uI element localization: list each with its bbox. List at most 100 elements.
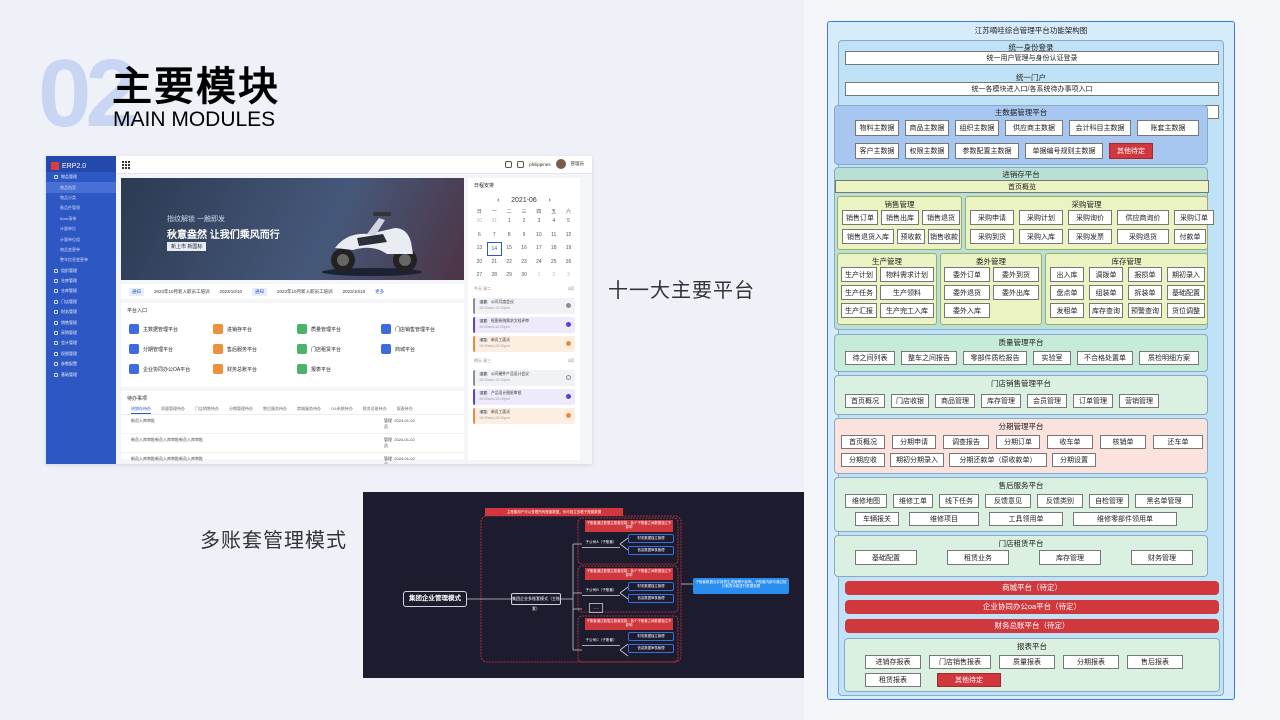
todo-tab[interactable]: 进销存待办 (131, 406, 151, 414)
calendar-day[interactable]: 24 (536, 258, 542, 265)
calendar-day[interactable]: 5 (567, 218, 570, 224)
sidebar-item[interactable]: 销售管理 (46, 317, 116, 327)
sidebar-item[interactable]: 备品件管理 (46, 203, 116, 213)
module-box[interactable]: 销售出库 (881, 210, 919, 225)
module-box[interactable]: 收车单 (1047, 435, 1093, 449)
module-box[interactable]: 委外订单 (944, 267, 990, 282)
todo-tab[interactable]: 财务总账待办 (362, 406, 387, 411)
module-box[interactable]: 销售退货入库 (842, 229, 894, 244)
module-box[interactable]: 维修工单 (893, 494, 933, 508)
module-box[interactable]: 采购计划 (1019, 210, 1063, 225)
calendar-day[interactable]: 29 (506, 272, 512, 278)
module-box[interactable]: 委外退货 (944, 285, 990, 300)
module-box[interactable]: 财务管理 (1131, 550, 1193, 565)
platform-entry-item[interactable]: 分期管理平台 (129, 343, 213, 355)
module-box[interactable]: 分期设置 (1052, 453, 1096, 467)
module-box[interactable]: 整车之间报告 (901, 351, 957, 365)
module-box[interactable]: 租赁报表 (865, 673, 921, 687)
module-box[interactable]: 委外到货 (993, 267, 1039, 282)
module-box[interactable]: 销售订单 (842, 210, 878, 225)
module-box[interactable]: 库存管理 (981, 394, 1021, 408)
calendar-day[interactable]: 17 (536, 245, 542, 251)
more-link[interactable]: 更多 (375, 288, 385, 294)
module-box[interactable]: 物料主数据 (855, 120, 899, 136)
calendar-day[interactable]: 4 (552, 218, 556, 224)
platform-entry-item[interactable]: 财务总账平台 (213, 363, 297, 375)
module-box[interactable]: 采购询价 (1068, 210, 1112, 225)
mall-platform[interactable]: 商城平台（待定） (845, 581, 1219, 595)
module-box[interactable]: 报损单 (1128, 267, 1162, 282)
module-box[interactable]: 单据编号规则主数据 (1025, 143, 1103, 159)
platform-entry-item[interactable]: 质量管理平台 (297, 323, 381, 335)
calendar-day[interactable]: 6 (478, 231, 481, 238)
module-box[interactable]: 质量报表 (999, 655, 1055, 669)
module-box[interactable]: 期初录入 (1167, 267, 1205, 282)
module-box[interactable]: 门店销售报表 (929, 655, 991, 669)
module-box[interactable]: 生产完工入库 (880, 303, 934, 318)
sidebar-item[interactable]: Bom清单 (46, 214, 116, 224)
sidebar-item[interactable]: 整车信息变更单 (46, 255, 116, 265)
sidebar-item[interactable]: 计量单位 (46, 224, 116, 234)
platform-entry-item[interactable]: 商城平台 (381, 343, 465, 355)
module-box[interactable]: 商品主数据 (905, 120, 949, 136)
module-box[interactable]: 调拨单 (1089, 267, 1123, 282)
module-box[interactable]: 首页概况 (841, 435, 885, 449)
todo-tab[interactable]: OA系统待办 (331, 406, 353, 411)
module-box[interactable]: 实验室 (1033, 351, 1071, 365)
module-box[interactable]: 零部件质检报告 (963, 351, 1027, 365)
oa-platform[interactable]: 企业协同办公oa平台（待定） (845, 600, 1219, 614)
platform-entry-item[interactable]: 售后服务平台 (213, 343, 297, 355)
module-box[interactable]: 组织主数据 (955, 120, 999, 136)
module-box[interactable]: 采购申请 (970, 210, 1014, 225)
module-box[interactable]: 首页概览 (835, 180, 1209, 193)
message-icon[interactable] (517, 160, 525, 168)
module-box[interactable]: 参数配置主数据 (955, 143, 1019, 159)
calendar-day[interactable]: 28 (491, 272, 498, 278)
module-box[interactable]: 发租单 (1050, 303, 1084, 318)
calendar-day[interactable]: 30 (476, 218, 483, 224)
bell-icon[interactable] (505, 160, 513, 168)
calendar-day[interactable]: 9 (522, 231, 526, 238)
module-box[interactable]: 采购到货 (970, 229, 1014, 244)
sidebar-item[interactable]: 采购管理 (46, 328, 116, 338)
todo-tab[interactable]: 门店销售待办 (195, 406, 219, 411)
module-box[interactable]: 工具领用单 (989, 512, 1063, 526)
module-box[interactable]: 统一用户管理与身份认证登录 (845, 51, 1219, 65)
sidebar-item[interactable]: 物品变更单 (46, 245, 116, 255)
module-box[interactable]: 生产汇报 (841, 303, 877, 318)
module-box[interactable]: 销售收款 (928, 229, 960, 244)
calendar-day[interactable]: 2 (522, 218, 526, 224)
sidebar-item[interactable]: 计量单位组 (46, 234, 116, 244)
module-box[interactable]: 门店收银 (891, 394, 929, 408)
module-box[interactable]: 组装单 (1089, 285, 1123, 300)
module-box[interactable]: 维修项目 (909, 512, 979, 526)
module-box[interactable]: 首页概况 (845, 394, 885, 408)
calendar-day[interactable]: 16 (521, 245, 527, 251)
todo-tab[interactable]: 售后服务待办 (263, 406, 287, 411)
todo-tab[interactable]: 质量管理待办 (161, 406, 185, 411)
module-box[interactable]: 订单管理 (1073, 394, 1113, 408)
calendar-day[interactable]: 20 (476, 258, 483, 265)
calendar-day[interactable]: 26 (565, 258, 572, 265)
module-box[interactable]: 付款单 (1174, 229, 1206, 244)
calendar-day[interactable]: 8 (507, 231, 511, 238)
sidebar-item[interactable]: 组织管理 (46, 266, 116, 276)
module-box[interactable]: 线下任务 (939, 494, 979, 508)
module-box[interactable]: 分期报表 (1063, 655, 1119, 669)
module-box[interactable]: 客户主数据 (855, 143, 899, 159)
module-box[interactable]: 进销存报表 (865, 655, 921, 669)
platform-entry-item[interactable]: 门店销售管理平台 (381, 323, 465, 335)
sidebar-item[interactable]: 基础管理 (46, 369, 116, 379)
calendar-day[interactable]: 12 (565, 231, 572, 238)
apps-grid-icon[interactable] (122, 161, 130, 169)
module-box[interactable]: 黑名单管理 (1135, 494, 1193, 508)
platform-entry-item[interactable]: 进销存平台 (213, 323, 297, 335)
module-box[interactable]: 货位调整 (1167, 303, 1205, 318)
module-box[interactable]: 反馈类别 (1037, 494, 1083, 508)
